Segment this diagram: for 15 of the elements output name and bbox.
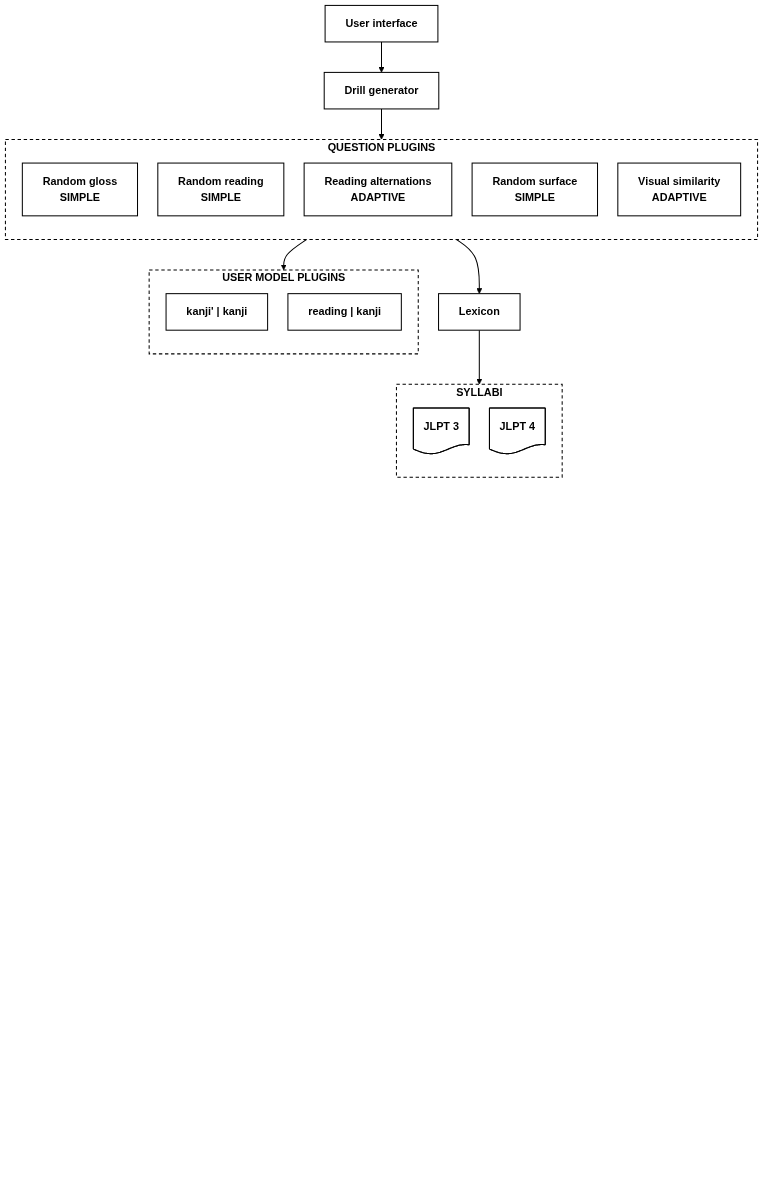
node-box: Lexicon	[438, 293, 521, 331]
node-box: Random surface SIMPLE	[471, 162, 599, 217]
arrow	[378, 41, 385, 73]
arrow	[280, 239, 307, 271]
node-box: Random gloss SIMPLE	[21, 162, 139, 217]
arrow	[476, 329, 483, 385]
node-box: reading | kanji	[287, 293, 402, 331]
node-box: Random reading SIMPLE	[157, 162, 285, 217]
arrow	[456, 239, 483, 294]
node-box: kanji' | kanji	[165, 293, 269, 331]
arrow	[378, 108, 385, 140]
node-box: Reading alternations ADAPTIVE	[303, 162, 453, 217]
node-box: User interface	[324, 4, 439, 43]
node-box: Drill generator	[323, 71, 440, 110]
node-box: Visual similarity ADAPTIVE	[617, 162, 742, 217]
